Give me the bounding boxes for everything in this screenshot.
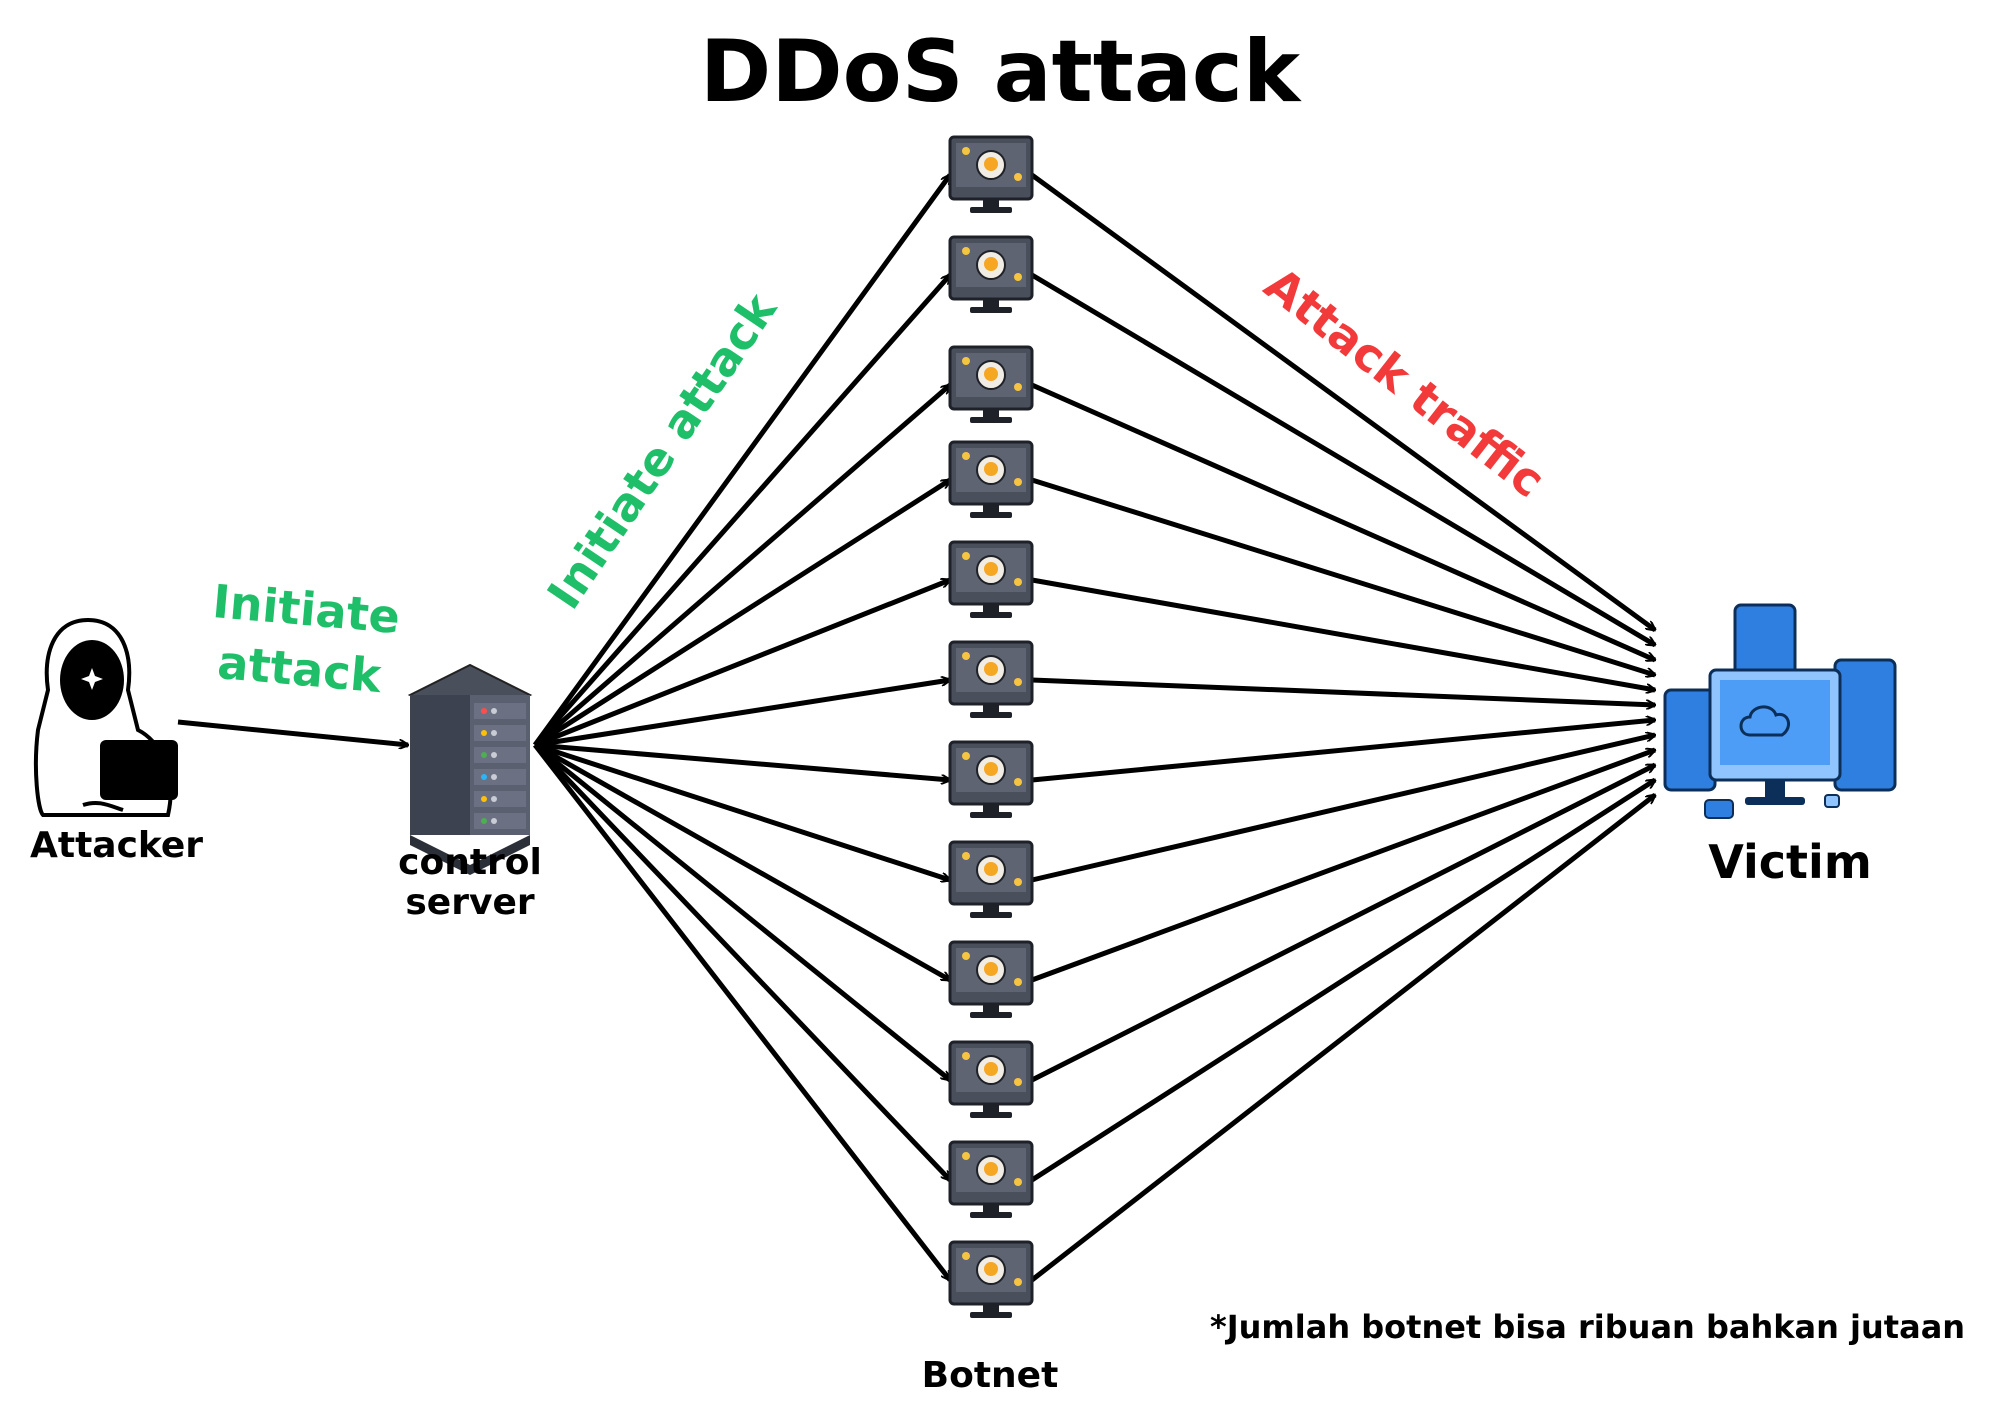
- arrow-bot-to-victim: [1031, 720, 1655, 783]
- arrow-bot-to-victim: [1030, 762, 1655, 1083]
- arrow-server-to-bot: [533, 385, 950, 747]
- arrow-bot-to-victim: [1030, 777, 1655, 1183]
- server-led: [491, 774, 497, 780]
- edge-label-attacker-server-line2: attack: [215, 635, 384, 703]
- bot-computer-icon: [948, 1140, 1034, 1218]
- attacker-label: Attacker: [30, 825, 204, 866]
- hacker-icon: [33, 617, 178, 817]
- arrows-layer: [177, 172, 1655, 1282]
- arrow-bot-to-victim: [1031, 735, 1655, 883]
- server-led: [481, 818, 487, 824]
- arrow-bot-to-victim: [1030, 382, 1655, 663]
- skull-icon: [984, 257, 998, 271]
- skull-icon: [984, 762, 998, 776]
- skull-icon: [984, 662, 998, 676]
- arrow-bot-to-victim: [1031, 677, 1655, 705]
- arrow-bot-to-victim: [1030, 172, 1655, 633]
- botnet-label: Botnet: [921, 1355, 1059, 1396]
- arrow-bot-to-victim: [1030, 795, 1655, 1282]
- arrow-server-to-bot: [533, 477, 950, 748]
- arrow-bot-to-victim: [1031, 477, 1655, 675]
- skull-icon: [984, 1262, 998, 1276]
- arrow-bot-to-victim: [1030, 272, 1655, 648]
- bot-computer-icon: [948, 640, 1034, 718]
- server-led: [481, 796, 487, 802]
- victim-servers-icon: [1663, 603, 1897, 819]
- edge-label-botnet-victim: Attack traffic: [1255, 257, 1555, 508]
- skull-icon: [984, 962, 998, 976]
- control-server-icon: [407, 663, 533, 875]
- server-slot: [474, 747, 526, 763]
- arrow-server-to-bot: [534, 742, 950, 880]
- diagram-title: DDoS attack: [699, 22, 1301, 122]
- arrow-bot-to-victim: [1031, 577, 1655, 690]
- arrow-bot-to-victim: [1031, 750, 1655, 983]
- arrow-server-to-bot: [532, 175, 953, 747]
- bot-computer-icon: [948, 740, 1034, 818]
- server-slot: [474, 703, 526, 719]
- server-led: [491, 752, 497, 758]
- victim-label: Victim: [1708, 835, 1872, 889]
- control-server-label-line2: server: [405, 882, 535, 923]
- skull-icon: [984, 562, 998, 576]
- bot-computer-icon: [948, 1040, 1034, 1118]
- server-led: [481, 752, 487, 758]
- skull-icon: [984, 1162, 998, 1176]
- footnote: *Jumlah botnet bisa ribuan bahkan jutaan: [1210, 1308, 1966, 1346]
- bot-computer-icon: [948, 440, 1034, 518]
- arrow-server-to-bot: [533, 743, 950, 1280]
- botnet-layer: [948, 135, 1034, 1318]
- server-led: [491, 796, 497, 802]
- arrow-server-to-bot: [534, 680, 950, 748]
- server-led: [491, 708, 497, 714]
- arrow-server-to-bot: [533, 743, 950, 1080]
- skull-icon: [984, 862, 998, 876]
- server-slot: [474, 725, 526, 741]
- bot-computer-icon: [948, 135, 1034, 213]
- arrow-server-to-bot: [533, 743, 950, 1180]
- server-slot: [474, 813, 526, 829]
- bot-computer-icon: [948, 235, 1034, 313]
- skull-icon: [984, 157, 998, 171]
- skull-icon: [984, 1062, 998, 1076]
- arrow-server-to-bot: [534, 742, 950, 780]
- bot-computer-icon: [948, 1240, 1034, 1318]
- bot-computer-icon: [948, 540, 1034, 618]
- control-server-label-line1: control: [398, 842, 542, 883]
- edge-label-attacker-server-line1: Initiate: [211, 574, 403, 644]
- skull-icon: [984, 462, 998, 476]
- arrow-server-to-bot: [533, 275, 950, 747]
- arrow-server-to-bot: [533, 742, 950, 983]
- server-led: [491, 818, 497, 824]
- arrow-attacker-to-server: [177, 719, 408, 745]
- skull-icon: [984, 367, 998, 381]
- bot-computer-icon: [948, 940, 1034, 1018]
- bot-computer-icon: [948, 840, 1034, 918]
- server-led: [481, 774, 487, 780]
- server-led: [481, 730, 487, 736]
- bot-computer-icon: [948, 345, 1034, 423]
- server-slot: [474, 769, 526, 785]
- server-slot: [474, 791, 526, 807]
- arrow-server-to-bot: [534, 577, 950, 748]
- server-led: [491, 730, 497, 736]
- server-led: [481, 708, 487, 714]
